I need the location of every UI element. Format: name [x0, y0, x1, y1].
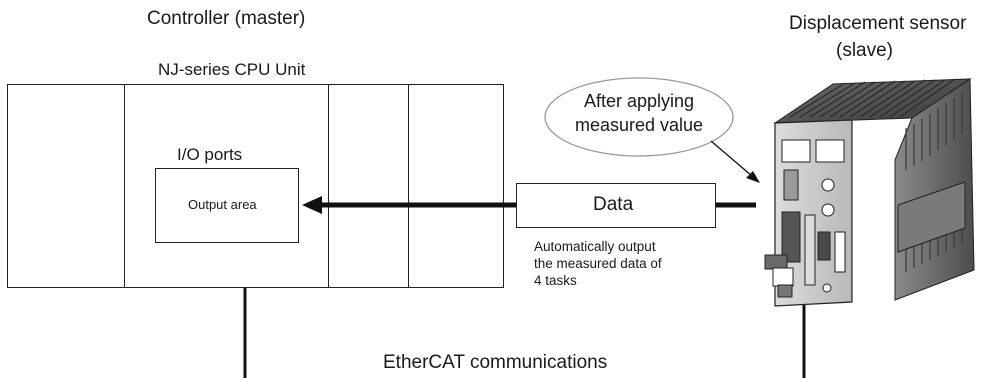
output-area-label: Output area — [188, 197, 257, 212]
ethercat-label: EtherCAT communications — [383, 352, 608, 373]
data-label: Data — [593, 194, 634, 215]
data-note-line2: the measured data of — [534, 256, 662, 271]
callout-line2: measured value — [575, 115, 703, 135]
callout-pointer-arrow — [710, 140, 760, 183]
data-flow-arrow — [302, 196, 756, 214]
controller-title: Controller (master) — [147, 8, 306, 29]
displacement-sensor-device — [764, 78, 975, 307]
output-area-box — [155, 168, 299, 243]
callout-bubble — [544, 77, 734, 157]
rack-divider-3 — [408, 84, 409, 288]
rack-divider-2 — [328, 84, 329, 288]
sensor-title-line2: (slave) — [836, 40, 894, 61]
sensor-title-line1: Displacement sensor — [789, 13, 967, 34]
rack-divider-1 — [124, 84, 125, 288]
data-note-line1: Automatically output — [534, 239, 656, 254]
data-note-line3: 4 tasks — [534, 273, 577, 288]
data-box — [516, 183, 716, 228]
cpu-unit-label: NJ-series CPU Unit — [158, 60, 306, 79]
callout-line1: After applying — [584, 91, 694, 111]
io-ports-label: I/O ports — [177, 145, 243, 164]
